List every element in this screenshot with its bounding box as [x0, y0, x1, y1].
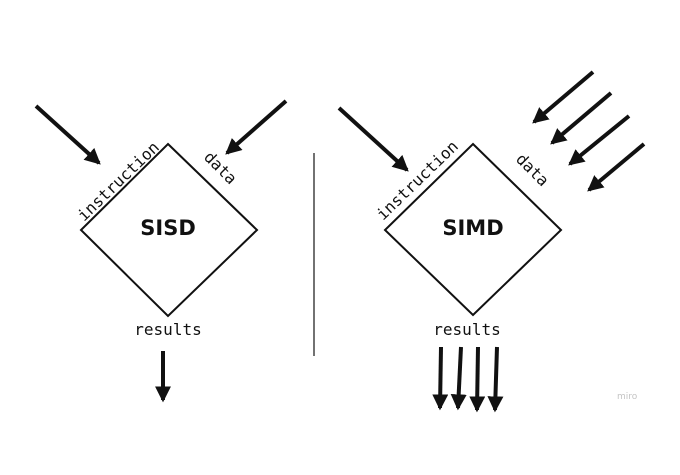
sisd-diamond	[79, 142, 259, 318]
simd-results-arrow	[487, 346, 504, 413]
simd-panel: SIMD instruction data results	[337, 70, 646, 413]
sisd-title: SISD	[140, 216, 196, 240]
simd-results-arrow	[450, 346, 467, 411]
simd-data-label: data	[512, 149, 553, 190]
simd-data-arrow	[587, 142, 646, 192]
sisd-data-arrow	[225, 99, 288, 155]
simd-data-arrow	[532, 70, 595, 124]
sisd-instruction-arrow	[34, 104, 101, 165]
simd-results-arrow	[432, 346, 449, 411]
simd-results-label: results	[433, 320, 500, 339]
simd-diamond	[383, 142, 563, 317]
simd-results-arrow	[469, 346, 486, 413]
simd-data-arrow	[550, 91, 613, 145]
simd-data-arrow	[568, 114, 631, 166]
sisd-panel: SISD instruction data results	[34, 99, 288, 403]
sisd-results-label: results	[134, 320, 201, 339]
miro-watermark: miro	[617, 392, 638, 402]
simd-title: SIMD	[442, 216, 503, 240]
simd-instruction-arrow	[337, 106, 409, 172]
